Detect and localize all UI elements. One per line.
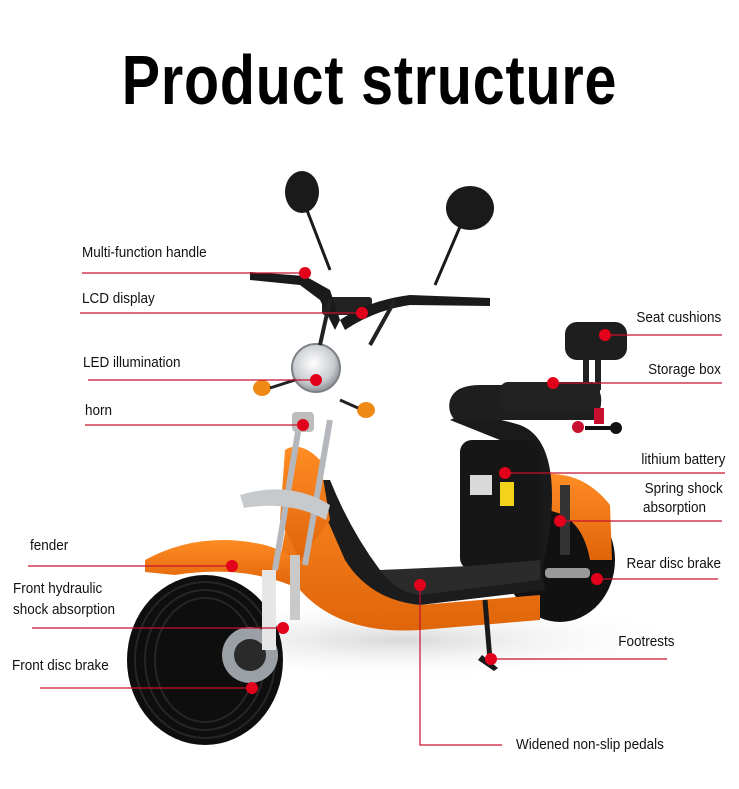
label-storage-box: Storage box bbox=[648, 361, 721, 378]
label-lcd-display: LCD display bbox=[82, 290, 155, 307]
label-multi-function-handle: Multi-function handle bbox=[82, 244, 207, 261]
label-footrests: Footrests bbox=[618, 633, 675, 650]
label-lithium-battery: lithium battery bbox=[640, 451, 725, 468]
label-seat-cushions: Seat cushions bbox=[636, 309, 721, 326]
label-fender: fender bbox=[30, 537, 69, 554]
label-spring-shock-line2: absorption bbox=[642, 499, 706, 516]
label-front-hydraulic-line1: Front hydraulic bbox=[13, 580, 103, 597]
page-title: Product structure bbox=[121, 41, 618, 119]
label-rear-disc-brake: Rear disc brake bbox=[626, 555, 721, 572]
label-led-illumination: LED illumination bbox=[83, 354, 181, 371]
label-horn: horn bbox=[85, 402, 113, 419]
label-widened-non-slip-pedals: Widened non-slip pedals bbox=[516, 736, 664, 753]
label-front-hydraulic-line2: shock absorption bbox=[13, 601, 116, 618]
label-spring-shock-line1: Spring shock bbox=[644, 480, 723, 497]
label-front-disc-brake: Front disc brake bbox=[12, 657, 109, 674]
